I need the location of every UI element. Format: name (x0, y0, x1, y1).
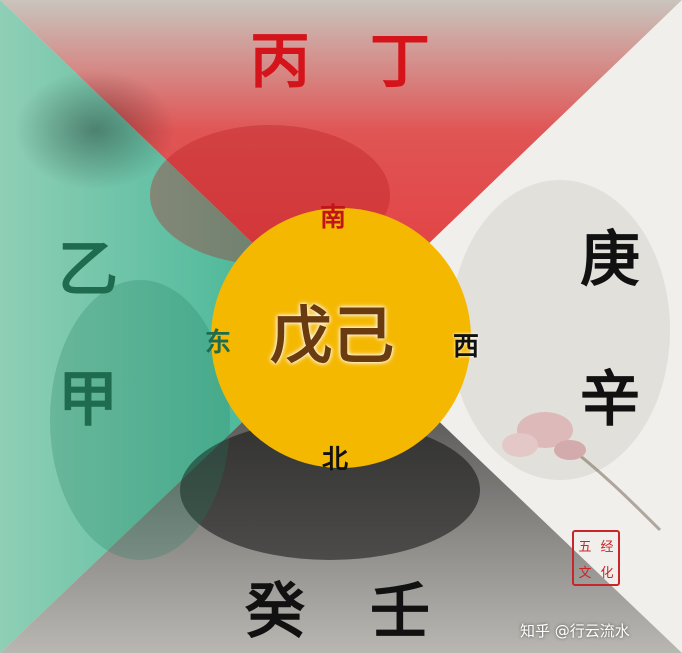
stem-ding: 丁 (370, 27, 430, 97)
direction-south: 南 (320, 203, 347, 233)
stem-bing: 丙 (250, 27, 310, 97)
ink-wash-bottom (180, 420, 480, 560)
ink-wash-green (50, 280, 230, 560)
center-circle (211, 208, 471, 468)
south-quadrant (0, 0, 682, 328)
ink-wash-right (450, 180, 670, 480)
direction-east: 东 (205, 328, 232, 358)
zhihu-watermark: 知乎 @行云流水 (520, 622, 630, 640)
direction-west: 西 (453, 332, 480, 362)
stem-geng: 庚 (580, 225, 640, 295)
red-seal-stamp: 五经 文化 (572, 530, 620, 586)
stem-ren: 壬 (370, 577, 430, 647)
ink-wash-left (15, 70, 175, 190)
stem-yi: 乙 (58, 235, 118, 305)
stem-wu-ji-center: 戊己 (270, 299, 395, 372)
stem-xin: 辛 (580, 365, 640, 435)
stem-gui: 癸 (245, 577, 305, 647)
stem-jia: 甲 (58, 365, 118, 435)
magnolia-sketch (502, 412, 662, 532)
direction-north: 北 (322, 445, 349, 475)
